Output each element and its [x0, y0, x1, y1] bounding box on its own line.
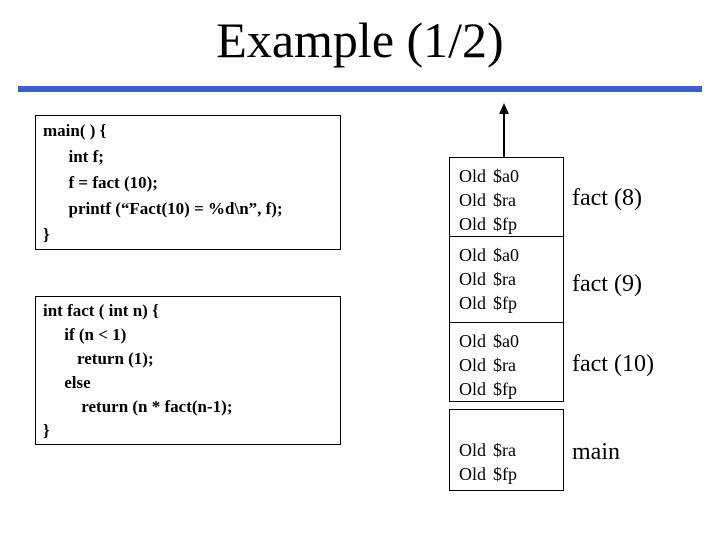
code-line: int fact ( int n) {: [43, 301, 159, 320]
old-prefix: Old: [459, 269, 486, 289]
saved-register-row: Old $fp: [459, 462, 563, 486]
code-line: printf (“Fact(10) = %d\n”, f);: [43, 199, 283, 218]
old-prefix: Old: [459, 331, 486, 351]
saved-register-row: Old $a0: [459, 243, 563, 267]
code-line: return (1);: [43, 349, 154, 368]
code-line: int f;: [43, 147, 104, 166]
saved-register-row: Old $a0: [459, 164, 563, 188]
old-prefix: Old: [459, 245, 486, 265]
stack-frame-label-fact10: fact (10): [572, 351, 654, 377]
register-name: $fp: [493, 214, 517, 234]
register-name: $ra: [493, 269, 516, 289]
saved-register-row: Old $ra: [459, 188, 563, 212]
code-line: main( ) {: [43, 121, 107, 140]
stack-frame-label-fact9: fact (9): [572, 271, 642, 297]
up-arrow-icon: [499, 103, 509, 114]
register-name: $ra: [493, 440, 516, 460]
code-line: if (n < 1): [43, 325, 127, 344]
register-name: $a0: [493, 166, 519, 186]
register-name: $a0: [493, 331, 519, 351]
old-prefix: Old: [459, 355, 486, 375]
saved-register-row: Old $ra: [459, 267, 563, 291]
slide-title: Example (1/2): [216, 12, 504, 68]
old-prefix: Old: [459, 293, 486, 313]
saved-register-row: Old $ra: [459, 353, 563, 377]
stack-frame-label-main: main: [572, 439, 620, 465]
register-name: $fp: [493, 293, 517, 313]
register-name: $a0: [493, 245, 519, 265]
code-line: }: [43, 225, 50, 244]
up-arrow-shaft: [503, 113, 505, 157]
old-prefix: Old: [459, 214, 486, 234]
saved-register-row: Old $a0: [459, 329, 563, 353]
main-code-box: main( ) { int f; f = fact (10); printf (…: [35, 115, 341, 250]
register-name: $fp: [493, 379, 517, 399]
saved-register-row: Old $fp: [459, 377, 563, 401]
old-prefix: Old: [459, 166, 486, 186]
old-prefix: Old: [459, 440, 486, 460]
old-prefix: Old: [459, 190, 486, 210]
register-name: $ra: [493, 190, 516, 210]
saved-register-row: Old $fp: [459, 212, 563, 236]
code-line: return (n * fact(n-1);: [43, 397, 233, 416]
code-line: else: [43, 373, 91, 392]
fact-code-box: int fact ( int n) { if (n < 1) return (1…: [35, 296, 341, 445]
register-name: $fp: [493, 464, 517, 484]
saved-register-row: Old $ra: [459, 438, 563, 462]
stack-frame-label-fact8: fact (8): [572, 185, 642, 211]
title-rule: [18, 86, 702, 92]
saved-register-row: Old $fp: [459, 291, 563, 315]
register-name: $ra: [493, 355, 516, 375]
code-line: f = fact (10);: [43, 173, 158, 192]
old-prefix: Old: [459, 464, 486, 484]
old-prefix: Old: [459, 379, 486, 399]
code-line: }: [43, 421, 50, 440]
